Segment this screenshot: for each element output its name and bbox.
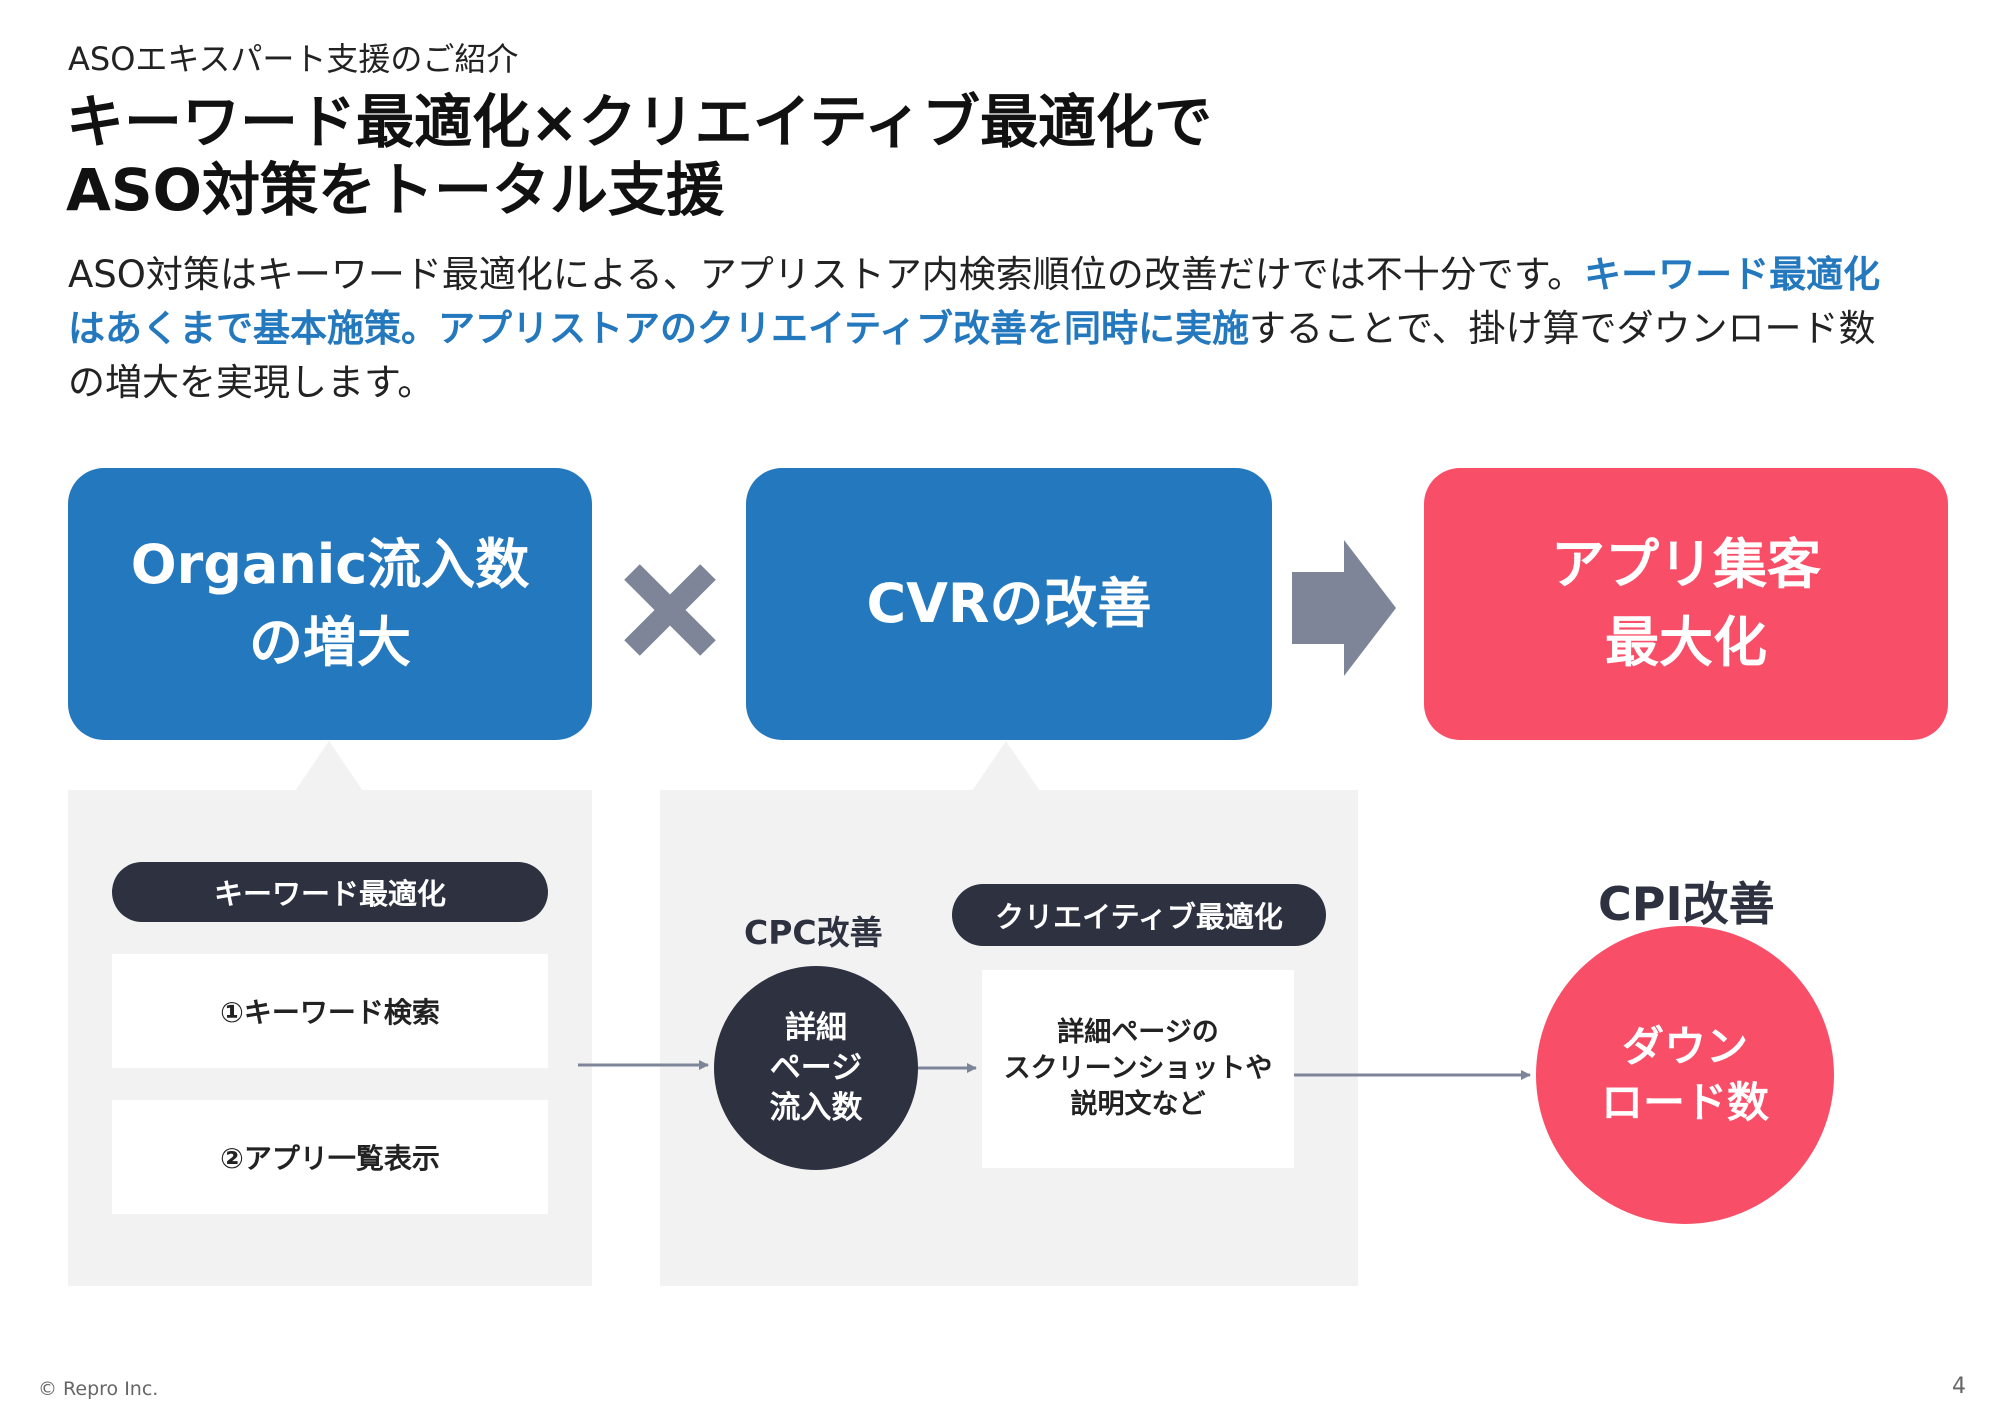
detail-page-assets-card: 詳細ページの スクリーンショットや 説明文など	[982, 970, 1294, 1168]
lead-text-3: の増大を実現します。	[68, 361, 435, 404]
detail-page-inflow-circle: 詳細 ページ 流入数	[714, 966, 918, 1170]
times-icon	[624, 564, 716, 656]
app-list-card: ②アプリ一覧表示	[112, 1100, 548, 1214]
app-acquisition-line-2: 最大化	[1605, 611, 1767, 674]
panel-pointer-creative	[972, 741, 1040, 791]
copyright-text: © Repro Inc.	[38, 1378, 159, 1400]
detail-circle-line-2: ページ	[769, 1050, 863, 1086]
keyword-search-card: ①キーワード検索	[112, 954, 548, 1068]
lead-paragraph: ASO対策はキーワード最適化による、アプリストア内検索順位の改善だけでは不十分で…	[68, 248, 1948, 410]
organic-inflow-box: Organic流入数 の増大	[68, 468, 592, 740]
detail-circle-line-1: 詳細	[785, 1010, 847, 1046]
cvr-improvement-box: CVRの改善	[746, 468, 1272, 740]
arrow-right-icon	[1292, 540, 1396, 676]
downloads-circle-line-1: ダウン	[1621, 1022, 1748, 1071]
page-title: キーワード最適化×クリエイティブ最適化で ASO対策をトータル支援	[66, 88, 1212, 224]
title-line-2: ASO対策をトータル支援	[66, 156, 724, 224]
lead-text-2: することで、掛け算でダウンロード数	[1249, 307, 1876, 350]
cpc-improvement-label: CPC改善	[744, 913, 883, 952]
downloads-circle: ダウン ロード数	[1536, 926, 1834, 1224]
cpi-improvement-label: CPI改善	[1598, 877, 1775, 931]
lead-text-1: ASO対策はキーワード最適化による、アプリストア内検索順位の改善だけでは不十分で…	[68, 253, 1585, 296]
lead-highlight-2: はあくまで基本施策。アプリストアのクリエイティブ改善を同時に実施	[68, 307, 1250, 350]
lead-highlight-1: キーワード最適化	[1584, 253, 1881, 296]
cvr-improvement-label: CVRの改善	[866, 572, 1152, 635]
organic-inflow-line-1: Organic流入数	[130, 533, 530, 596]
detail-circle-line-3: 流入数	[769, 1090, 863, 1126]
downloads-circle-line-2: ロード数	[1600, 1078, 1769, 1127]
eyebrow-text: ASOエキスパート支援のご紹介	[68, 40, 519, 78]
panel-pointer-keyword	[295, 741, 363, 791]
creative-optimization-pill: クリエイティブ最適化	[952, 884, 1326, 946]
assets-card-line-1: 詳細ページの	[1057, 1017, 1219, 1048]
assets-card-line-3: 説明文など	[1070, 1089, 1206, 1120]
keyword-optimization-pill: キーワード最適化	[112, 862, 548, 922]
assets-card-line-2: スクリーンショットや	[1003, 1053, 1273, 1084]
page-number: 4	[1952, 1374, 1966, 1399]
app-acquisition-line-1: アプリ集客	[1551, 533, 1821, 596]
organic-inflow-line-2: の増大	[249, 611, 411, 674]
title-line-1: キーワード最適化×クリエイティブ最適化で	[66, 88, 1212, 156]
app-acquisition-box: アプリ集客 最大化	[1424, 468, 1948, 740]
